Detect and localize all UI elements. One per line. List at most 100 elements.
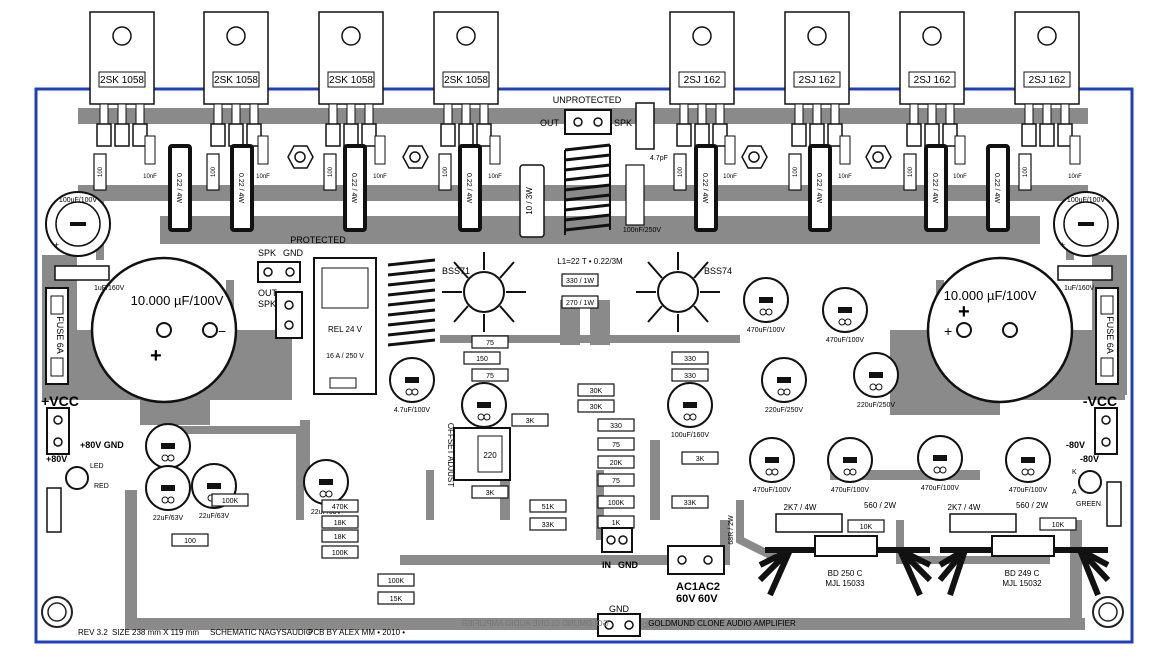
relay-contacts-label: 16 A / 250 V bbox=[326, 353, 364, 360]
gate-cap: 10nF bbox=[256, 135, 270, 180]
resistor: 150 bbox=[463, 351, 501, 365]
inductor-coil-top bbox=[564, 143, 611, 235]
svg-text:18K: 18K bbox=[334, 520, 347, 527]
gate-resistor: 100 bbox=[903, 153, 917, 191]
big-cap-left-label: 10.000 µF/100V bbox=[131, 293, 224, 308]
svg-text:100K: 100K bbox=[222, 498, 239, 505]
resistor: 100 bbox=[171, 533, 209, 547]
cap-100uf-right: + bbox=[1053, 191, 1119, 257]
svg-text:100: 100 bbox=[793, 166, 799, 177]
electrolytic-cap: 470uF/100V bbox=[827, 437, 873, 494]
gate-resistor: 100 bbox=[788, 153, 802, 191]
led-red bbox=[65, 466, 89, 490]
source-resistor: 0.22 / 4W bbox=[924, 144, 948, 232]
out-label-left: OUT bbox=[258, 288, 278, 298]
svg-text:+: + bbox=[1060, 240, 1065, 250]
spk-jumper[interactable] bbox=[635, 102, 655, 150]
cap-1uf-left-label: 1uF/160V bbox=[94, 285, 125, 292]
svg-text:15K: 15K bbox=[390, 596, 403, 603]
mosfet-label: 2SJ 162 bbox=[914, 75, 951, 86]
led-res-left bbox=[46, 487, 62, 533]
cap-100uf-left: + bbox=[45, 191, 111, 257]
svg-text:330: 330 bbox=[684, 373, 696, 380]
ac1-volt-label: 60V bbox=[676, 593, 696, 605]
resistor: 100K bbox=[321, 545, 359, 559]
out-spk-connector-left[interactable] bbox=[275, 291, 303, 339]
cap-4-7pf-label: 4.7pF bbox=[650, 155, 668, 162]
mounting-holes bbox=[287, 145, 892, 169]
svg-text:10nF: 10nF bbox=[838, 174, 852, 180]
pcb-by-label: PCB BY ALEX MM • 2010 • bbox=[308, 628, 405, 637]
resistor: 100K bbox=[377, 573, 415, 587]
resistor: 330 bbox=[671, 368, 709, 382]
cap-1uf-left bbox=[54, 265, 110, 281]
gate-cap: 10nF bbox=[488, 135, 502, 180]
cap-1uf-right bbox=[1057, 265, 1113, 281]
resistor: 100K bbox=[597, 495, 635, 509]
svg-text:470uF/100V: 470uF/100V bbox=[921, 485, 959, 492]
gate-resistor: 100 bbox=[673, 153, 687, 191]
gnd-bottom-label: GND bbox=[609, 604, 630, 614]
svg-text:100: 100 bbox=[328, 166, 334, 177]
resistor-2k7-right-label: 2K7 / 4W bbox=[948, 503, 981, 512]
ac-connector[interactable] bbox=[667, 545, 725, 575]
resistor-10-3w-label: 10 / 3W bbox=[525, 187, 534, 215]
svg-text:150: 150 bbox=[476, 356, 488, 363]
resistor: 15K bbox=[377, 591, 415, 605]
source-resistor-label: 0.22 / 4W bbox=[465, 173, 472, 203]
input-label-in: IN bbox=[602, 560, 611, 570]
source-resistor: 0.22 / 4W bbox=[343, 144, 367, 232]
driver-bd250-label: BD 250 C bbox=[828, 569, 863, 578]
source-resistor: 0.22 / 4W bbox=[458, 144, 482, 232]
resistor-560-left-label: 560 / 2W bbox=[864, 501, 896, 510]
svg-text:75: 75 bbox=[486, 340, 494, 347]
spk-gnd-label-spk: SPK bbox=[258, 248, 276, 258]
svg-text:100K: 100K bbox=[388, 578, 405, 585]
mosfet-label: 2SJ 162 bbox=[684, 75, 721, 86]
svg-text:470K: 470K bbox=[332, 504, 349, 511]
mosfet-to3p: 2SK 1058 bbox=[89, 11, 155, 147]
mosfet-label: 2SK 1058 bbox=[444, 75, 488, 86]
unprotected-label: UNPROTECTED bbox=[553, 95, 622, 105]
mosfet-to3p: 2SJ 162 bbox=[1014, 11, 1080, 147]
source-resistor-label: 0.22 / 4W bbox=[175, 173, 182, 203]
n80-gnd-label: -80V bbox=[1080, 454, 1099, 464]
mosfet-to3p: 2SK 1058 bbox=[318, 11, 384, 147]
svg-text:220uF/250V: 220uF/250V bbox=[857, 402, 895, 409]
svg-text:3K: 3K bbox=[526, 418, 535, 425]
bss71-label: BSS71 bbox=[442, 266, 470, 276]
cap-100uf-right-label: 100uF/100V bbox=[1067, 197, 1105, 204]
resistor: 3K bbox=[681, 451, 719, 465]
resistor: 33K bbox=[529, 517, 567, 531]
resistor: 270 / 1W bbox=[561, 295, 599, 309]
rail-connector-left[interactable] bbox=[46, 407, 70, 455]
cap-100nf-250v bbox=[625, 164, 645, 226]
led-res-right bbox=[1106, 481, 1122, 527]
svg-text:100: 100 bbox=[1023, 166, 1029, 177]
title-mirror: GOLDMUND CLONE AUDIO AMPLIFIER bbox=[461, 619, 609, 628]
out-spk-connector-top[interactable] bbox=[564, 109, 612, 135]
n80-label: -80V bbox=[1066, 440, 1085, 450]
mosfet-label: 2SJ 162 bbox=[1029, 75, 1066, 86]
svg-text:100: 100 bbox=[443, 166, 449, 177]
svg-text:470uF/100V: 470uF/100V bbox=[826, 337, 864, 344]
driver-bd249 bbox=[991, 535, 1055, 557]
vcc-neg-label: -VCC bbox=[1083, 393, 1117, 409]
source-resistor: 0.22 / 4W bbox=[168, 144, 192, 232]
protected-label: PROTECTED bbox=[290, 235, 346, 245]
ac2-volt-label: 60V bbox=[698, 593, 718, 605]
electrolytic-cap: 470uF/100V bbox=[917, 435, 963, 492]
gnd-connector[interactable] bbox=[597, 613, 641, 637]
rail-connector-right[interactable] bbox=[1094, 407, 1118, 455]
resistor: 33K bbox=[671, 495, 709, 509]
svg-text:33K: 33K bbox=[542, 522, 555, 529]
svg-text:10K: 10K bbox=[1052, 522, 1065, 529]
ac1-label: AC1 bbox=[676, 581, 698, 593]
spk-gnd-connector[interactable] bbox=[257, 261, 301, 283]
led-right-a: A bbox=[1072, 489, 1077, 496]
svg-text:18K: 18K bbox=[334, 534, 347, 541]
